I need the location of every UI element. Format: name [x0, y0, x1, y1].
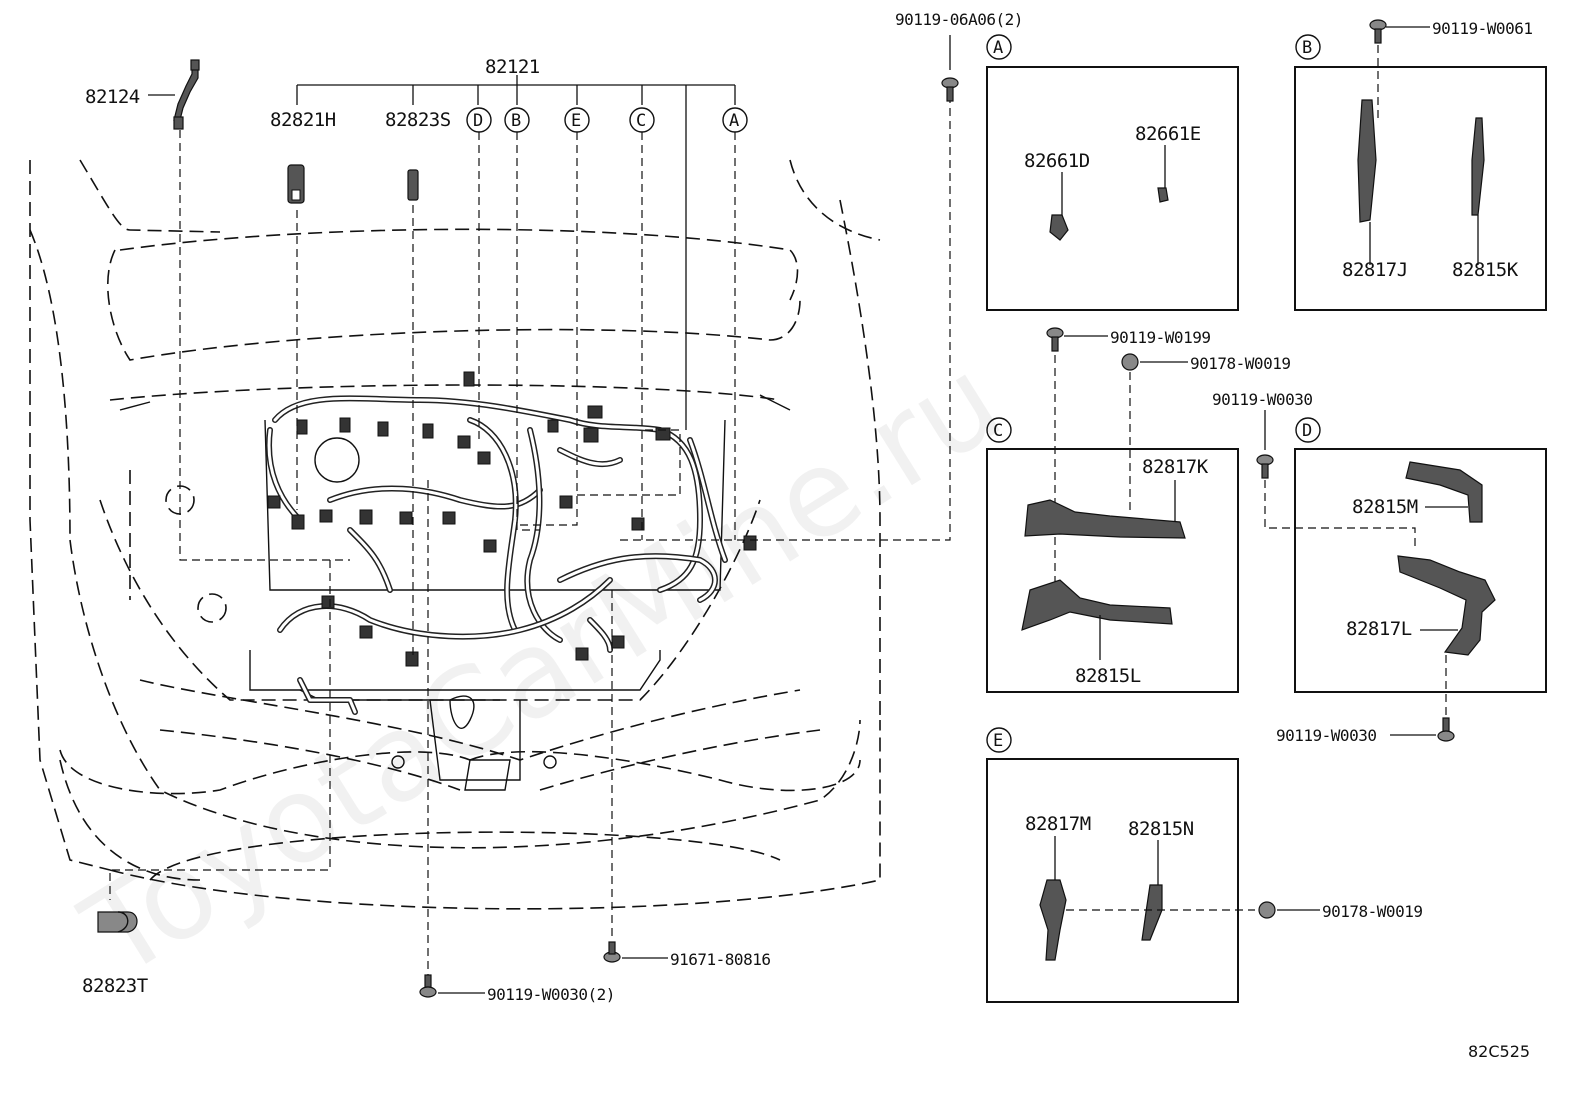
branch-guide-lines	[478, 100, 951, 541]
harness-branch-markers: D B E C A	[466, 107, 748, 133]
detail-E-label: E	[993, 731, 1003, 751]
svg-text:B: B	[511, 111, 521, 131]
detail-C: 90119-W0199 90178-W0019 C 82817K 82815L	[986, 327, 1291, 693]
svg-text:D: D	[473, 111, 483, 131]
part-label-82815K: 82815K	[1452, 259, 1519, 281]
part-label-82821H: 82821H	[270, 109, 336, 131]
detail-D-label: D	[1302, 421, 1312, 441]
part-label-91671-80816: 91671-80816	[670, 950, 770, 969]
part-82823S: 82823S	[385, 109, 451, 660]
part-82823T: 82823T	[82, 560, 331, 997]
part-label-90178-W0019-E: 90178-W0019	[1322, 902, 1422, 921]
part-label-82817K: 82817K	[1142, 456, 1209, 478]
part-label-82121: 82121	[485, 56, 540, 78]
branch-marker-A: A	[722, 107, 748, 133]
part-label-82823T: 82823T	[82, 975, 148, 997]
part-label-82661E: 82661E	[1135, 123, 1201, 145]
part-90119-06A06: 90119-06A06(2)	[895, 10, 1023, 102]
part-label-82815M: 82815M	[1352, 496, 1418, 518]
part-label-90119-W0030-bottom: 90119-W0030	[1276, 726, 1376, 745]
svg-text:E: E	[571, 111, 581, 131]
part-label-90119-06A06: 90119-06A06(2)	[895, 10, 1023, 29]
part-label-90119-W0199: 90119-W0199	[1110, 328, 1210, 347]
part-label-82817J: 82817J	[1342, 259, 1408, 281]
part-label-82815N: 82815N	[1128, 818, 1194, 840]
part-label-90119-W0030-2: 90119-W0030(2)	[487, 985, 615, 1004]
svg-text:C: C	[636, 111, 646, 131]
part-label-90178-W0019: 90178-W0019	[1190, 354, 1290, 373]
detail-E: E 82817M 82815N 90178-W0019	[986, 727, 1423, 1003]
harness-callout-bracket: 82121	[296, 56, 736, 430]
detail-C-label: C	[993, 421, 1003, 441]
part-90119-W0030-2: 90119-W0030(2)	[419, 480, 615, 1004]
detail-B: B 90119-W0061 82817J 82815K	[1294, 19, 1547, 311]
part-91671-80816: 91671-80816	[603, 590, 771, 969]
part-label-82823S: 82823S	[385, 109, 451, 131]
branch-marker-D: D	[466, 107, 492, 133]
detail-A: A 82661D 82661E	[986, 34, 1239, 311]
detail-A-label: A	[993, 38, 1003, 58]
part-label-82815L: 82815L	[1075, 665, 1141, 687]
detail-B-label: B	[1302, 38, 1312, 58]
part-label-82817L: 82817L	[1346, 618, 1412, 640]
branch-marker-B: B	[504, 107, 530, 133]
part-label-82817M: 82817M	[1025, 813, 1091, 835]
part-label-90119-W0030-top: 90119-W0030	[1212, 390, 1312, 409]
part-label-90119-W0061: 90119-W0061	[1432, 19, 1532, 38]
drawing-code: 82C525	[1468, 1042, 1530, 1061]
part-82124: 82124	[85, 59, 350, 561]
branch-marker-C: C	[629, 107, 655, 133]
detail-D: 90119-W0030 D 82815M 82817L 90119-W0030	[1212, 390, 1547, 745]
branch-marker-E: E	[564, 107, 590, 133]
engine-wire-harness	[266, 371, 757, 715]
part-label-82124: 82124	[85, 86, 140, 108]
part-82821H: 82821H	[270, 109, 336, 510]
svg-text:A: A	[729, 111, 739, 131]
part-label-82661D: 82661D	[1024, 150, 1090, 172]
